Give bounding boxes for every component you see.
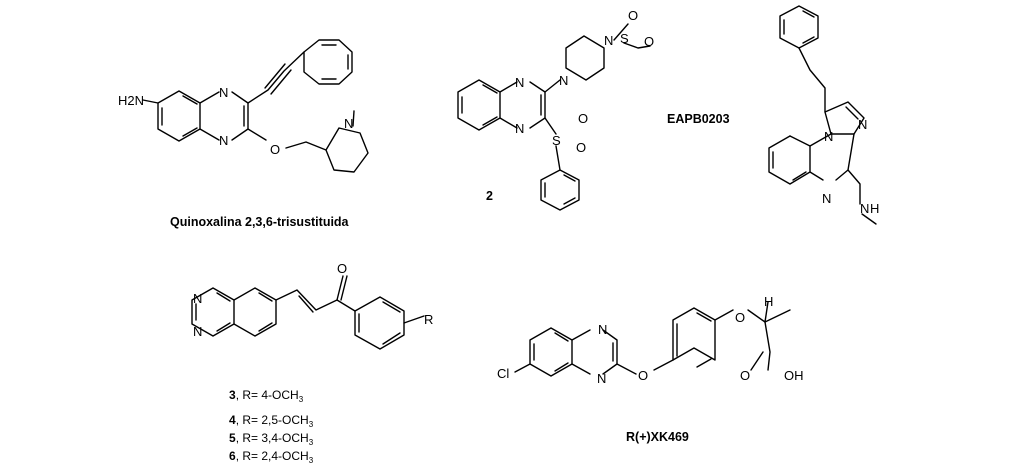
substituent-row-5: 5, R= 3,4-OCH3	[229, 431, 314, 447]
structure-compound-2: N N N N S O O S O O 2	[457, 8, 654, 211]
pyrazine-nitrogen-1: N	[193, 291, 202, 306]
sulfonyl-oxygen-4: O	[576, 140, 586, 155]
structure-xk469: N N Cl O O H O OH R(+)XK469	[497, 294, 804, 444]
caption-eapb0203: EAPB0203	[667, 112, 730, 126]
substituent-row-6: 6, R= 2,4-OCH3	[229, 449, 314, 465]
quinoxaline-nitrogen: N	[822, 191, 831, 206]
piperazine-nitrogen-top: N	[604, 33, 613, 48]
ether-oxygen: O	[270, 142, 280, 157]
ring-nitrogen-bottom: N	[597, 371, 606, 386]
caption-compound-2: 2	[486, 189, 493, 203]
amine-hydrogen: H	[870, 201, 879, 216]
carbonyl-oxygen: O	[740, 368, 750, 383]
stereo-hydrogen: H	[764, 294, 773, 309]
pyrrolidine-nitrogen: N	[344, 116, 353, 131]
substituent-row-3: 3, R= 4-OCH3	[229, 388, 304, 404]
ring-nitrogen-top: N	[219, 85, 228, 100]
ring-nitrogen-bottom: N	[219, 133, 228, 148]
sulfonyl-oxygen-1: O	[628, 8, 638, 23]
substituent-row-4: 4, R= 2,5-OCH3	[229, 413, 314, 429]
methylsulfonyl-sulfur: S	[620, 31, 629, 46]
piperazine-nitrogen-bottom: N	[559, 73, 568, 88]
ether-oxygen: O	[638, 368, 648, 383]
imidazole-nitrogen: N	[858, 117, 867, 132]
caption-xk469: R(+)XK469	[626, 430, 689, 444]
structure-eapb0203: EAPB0203 N N N N H	[667, 5, 879, 225]
amine-label: H2N	[118, 93, 144, 108]
ring-nitrogen-top: N	[515, 75, 524, 90]
ring-nitrogen-bottom: N	[515, 121, 524, 136]
bridgehead-nitrogen: N	[824, 129, 833, 144]
r-substituent: R	[424, 312, 433, 327]
structure-chalcone-series: O N N R 3, R= 4-OCH3 4, R= 2,5-OCH3 5, R…	[191, 261, 433, 465]
amine-nitrogen: N	[860, 201, 869, 216]
pyrazine-nitrogen-2: N	[193, 324, 202, 339]
caption-quinoxaline-trisubstituted: Quinoxalina 2,3,6-trisustituida	[170, 215, 350, 229]
sulfonyl-oxygen-3: O	[578, 111, 588, 126]
ether-oxygen-2: O	[735, 310, 745, 325]
sulfonyl-oxygen-2: O	[644, 34, 654, 49]
ketone-oxygen: O	[337, 261, 347, 276]
ring-nitrogen-top: N	[598, 322, 607, 337]
hydroxyl-group: OH	[784, 368, 804, 383]
phenylsulfonyl-sulfur: S	[552, 133, 561, 148]
chlorine-label: Cl	[497, 366, 509, 381]
structure-quinoxaline-trisubstituted: H2N N N O N Quinoxalina 2,3,6-trisustitu…	[118, 39, 369, 229]
